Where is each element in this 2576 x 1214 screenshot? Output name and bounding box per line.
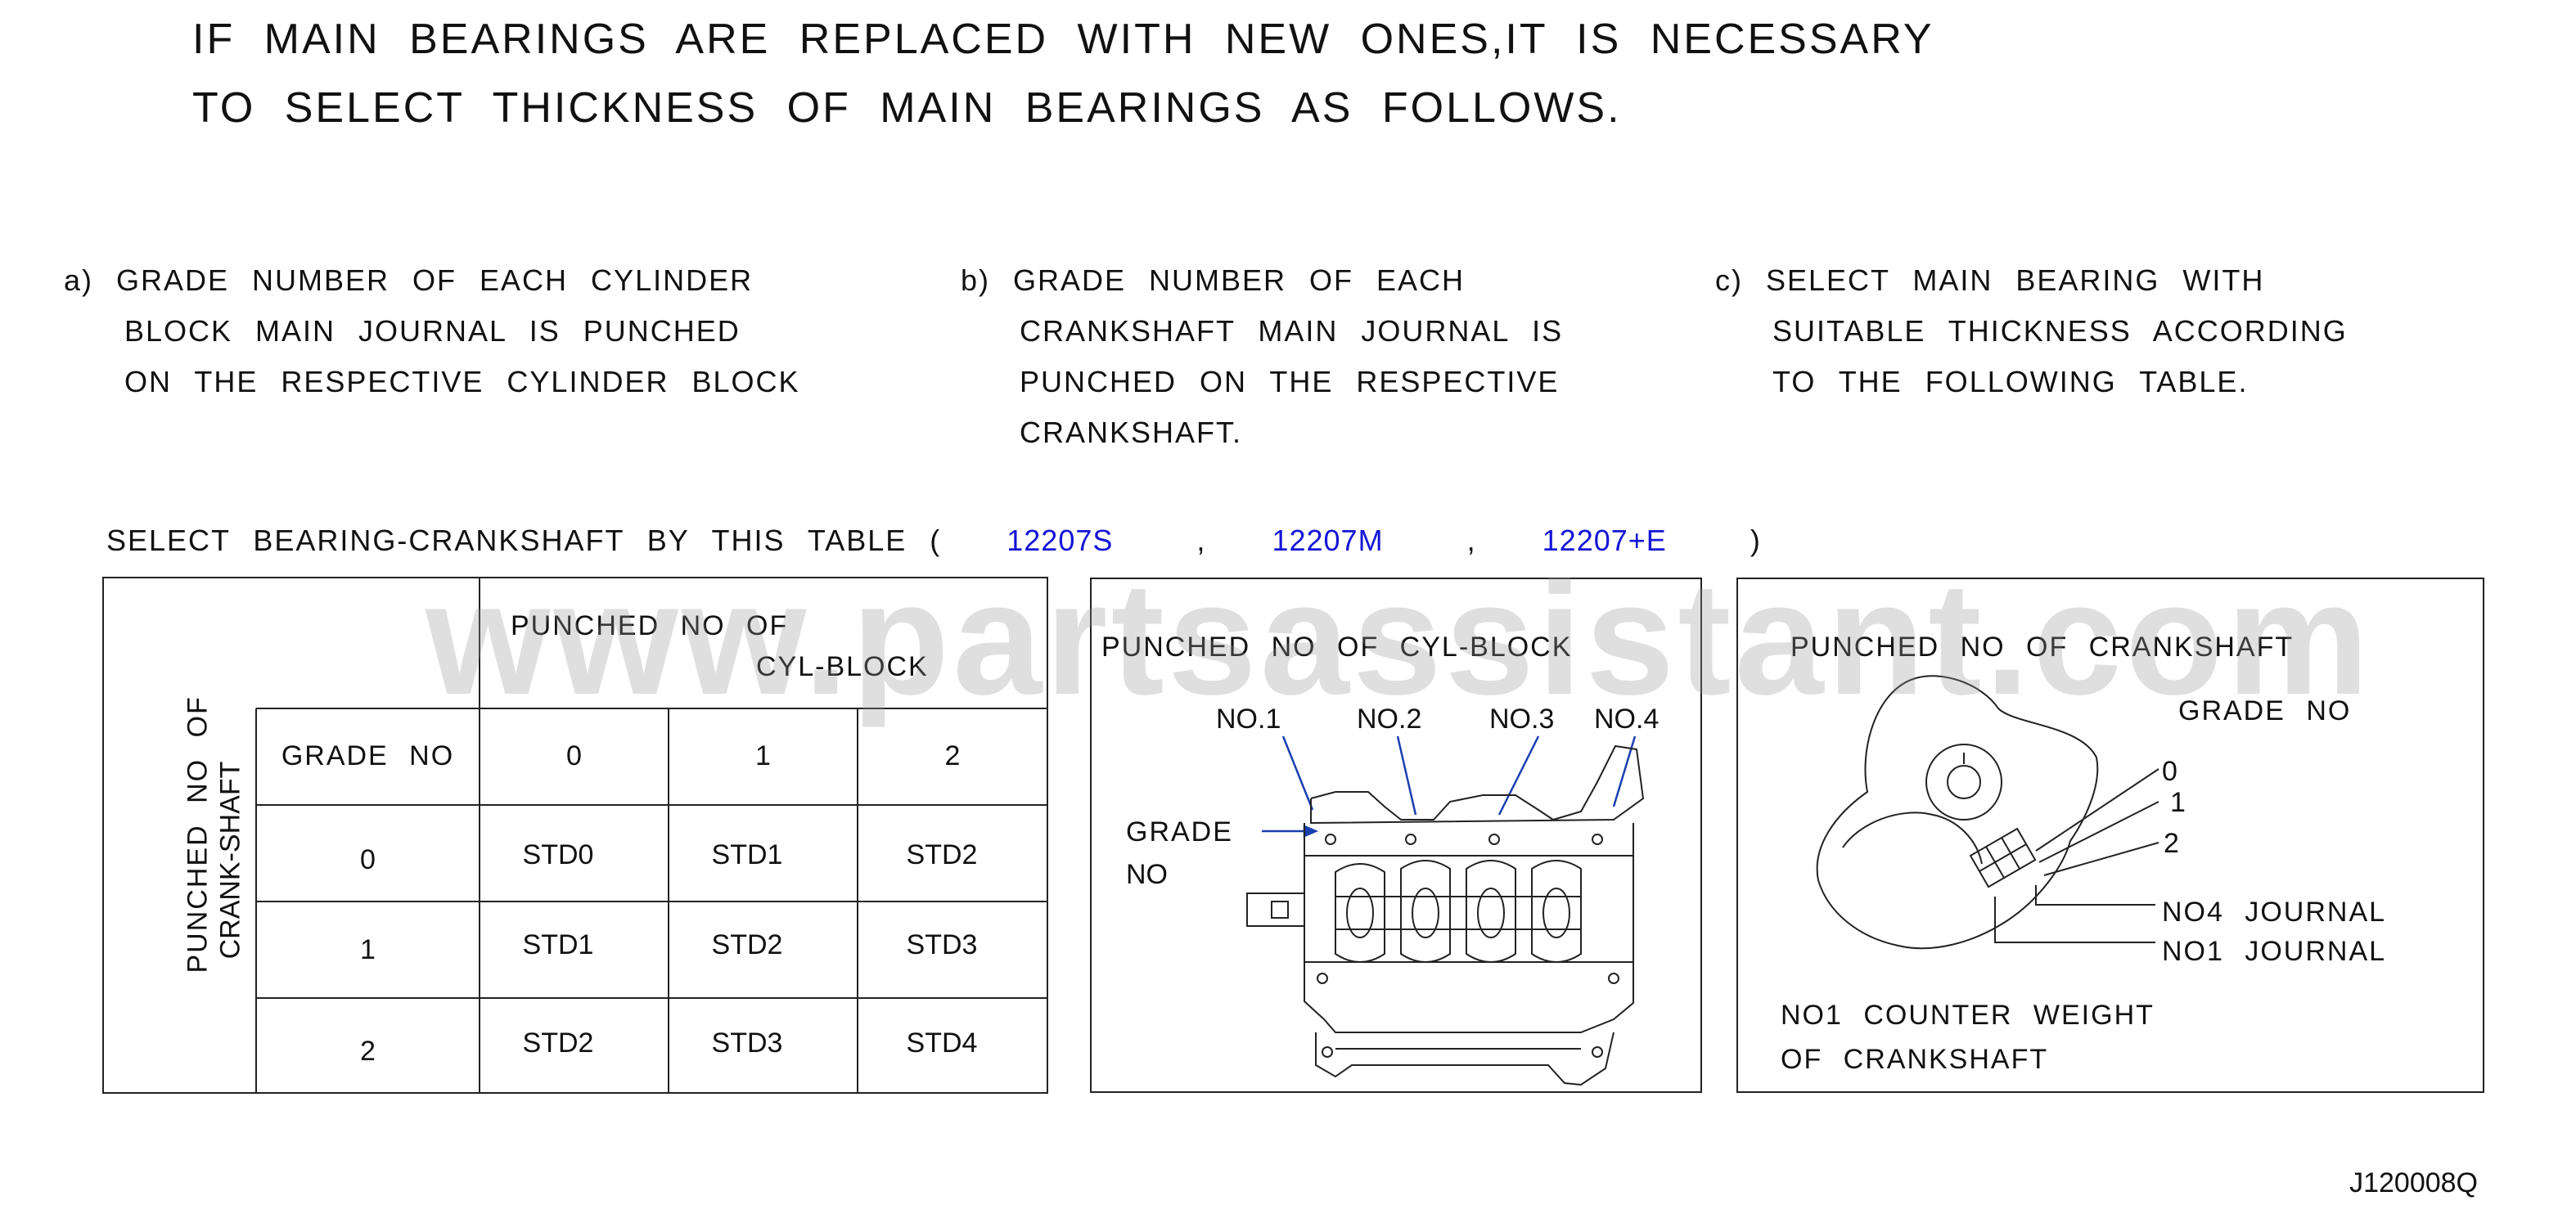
crank-grade-0: 0 — [2162, 756, 2177, 787]
part-number-12207s[interactable]: 12207S — [1007, 524, 1114, 557]
cylinder-block-panel — [1090, 578, 1702, 1093]
table-grade-no-label: GRADE NO — [281, 740, 455, 771]
step-b-line-2: CRANKSHAFT MAIN JOURNAL IS — [1020, 314, 1564, 348]
step-c-line-1: c) SELECT MAIN BEARING WITH — [1715, 263, 2265, 297]
table-cell: STD1 — [711, 839, 783, 870]
table-cell: STD2 — [522, 1027, 594, 1059]
table-col-header-line-2: CYL-BLOCK — [756, 651, 929, 682]
table-cell: STD4 — [906, 1027, 978, 1059]
crankshaft-counterweight-drawing — [1816, 675, 2159, 950]
crank-counter-weight-line-1: NO1 COUNTER WEIGHT — [1781, 1000, 2155, 1031]
step-c-line-2: SUITABLE THICKNESS ACCORDING — [1772, 314, 2348, 348]
table-row-header-line-1: PUNCHED NO OF — [182, 695, 214, 973]
crank-grade-2: 2 — [2164, 828, 2179, 859]
heading-line-1: IF MAIN BEARINGS ARE REPLACED WITH NEW O… — [192, 16, 1934, 63]
step-a-line-3: ON THE RESPECTIVE CYLINDER BLOCK — [124, 365, 800, 398]
table-cell: STD3 — [906, 929, 978, 960]
crankshaft-panel — [1736, 578, 2484, 1093]
block-journal-no3: NO.3 — [1489, 704, 1555, 735]
crank-no1-journal-label: NO1 JOURNAL — [2162, 936, 2387, 967]
select-line-suffix: ) — [1750, 524, 1762, 557]
step-c: c) SELECT MAIN BEARING WITH SUITABLE THI… — [1715, 255, 2348, 407]
table-row-grade: 2 — [360, 1036, 376, 1067]
table-row-grade: 1 — [360, 934, 376, 965]
crank-grade-1: 1 — [2170, 787, 2186, 818]
block-panel-title: PUNCHED NO OF CYL-BLOCK — [1101, 632, 1573, 663]
watermark: www.partsassistant.com — [426, 549, 2373, 728]
table-cell: STD2 — [711, 929, 783, 960]
step-b-line-3: PUNCHED ON THE RESPECTIVE — [1020, 365, 1560, 398]
block-grade-label-1: GRADE — [1126, 816, 1233, 848]
table-col-header-line-1: PUNCHED NO OF — [511, 610, 789, 641]
cylinder-block-drawing — [1246, 735, 1645, 1086]
separator-comma-1: , — [1196, 524, 1207, 557]
table-row-header-line-2: CRANK-SHAFT — [214, 761, 246, 960]
part-number-12207e[interactable]: 12207+E — [1542, 524, 1667, 557]
part-number-12207m[interactable]: 12207M — [1272, 524, 1384, 557]
table-row-grade: 0 — [360, 844, 376, 875]
step-b-line-4: CRANKSHAFT. — [1020, 416, 1243, 449]
step-b: b) GRADE NUMBER OF EACH CRANKSHAFT MAIN … — [961, 255, 1563, 458]
table-col-1: 1 — [755, 740, 771, 771]
table-cell: STD1 — [522, 929, 594, 960]
step-c-line-3: TO THE FOLLOWING TABLE. — [1772, 365, 2249, 398]
block-journal-no4: NO.4 — [1594, 704, 1660, 735]
table-col-2: 2 — [944, 740, 961, 771]
table-cell: STD0 — [522, 839, 594, 870]
crank-no4-journal-label: NO4 JOURNAL — [2162, 897, 2387, 928]
drawing-code: J120008Q — [2349, 1167, 2478, 1198]
step-a: a) GRADE NUMBER OF EACH CYLINDER BLOCK M… — [64, 255, 800, 407]
table-cell: STD2 — [906, 839, 978, 870]
block-journal-no1: NO.1 — [1216, 704, 1281, 735]
step-a-line-2: BLOCK MAIN JOURNAL IS PUNCHED — [124, 314, 741, 348]
crank-panel-title: PUNCHED NO OF CRANKSHAFT — [1790, 632, 2295, 663]
separator-comma-2: , — [1466, 524, 1477, 557]
heading-line-2: TO SELECT THICKNESS OF MAIN BEARINGS AS … — [192, 84, 1622, 132]
block-journal-no2: NO.2 — [1357, 704, 1422, 735]
step-b-line-1: b) GRADE NUMBER OF EACH — [961, 263, 1466, 297]
select-bearing-line: SELECT BEARING-CRANKSHAFT BY THIS TABLE … — [106, 524, 1762, 558]
step-a-line-1: a) GRADE NUMBER OF EACH CYLINDER — [64, 263, 754, 297]
block-grade-label-2: NO — [1126, 859, 1168, 890]
crank-counter-weight-line-2: OF CRANKSHAFT — [1781, 1044, 2049, 1075]
table-cell: STD3 — [711, 1027, 783, 1059]
table-col-0: 0 — [566, 740, 582, 771]
select-line-prefix: SELECT BEARING-CRANKSHAFT BY THIS TABLE … — [106, 524, 942, 557]
crank-grade-no-label: GRADE NO — [2178, 695, 2352, 726]
